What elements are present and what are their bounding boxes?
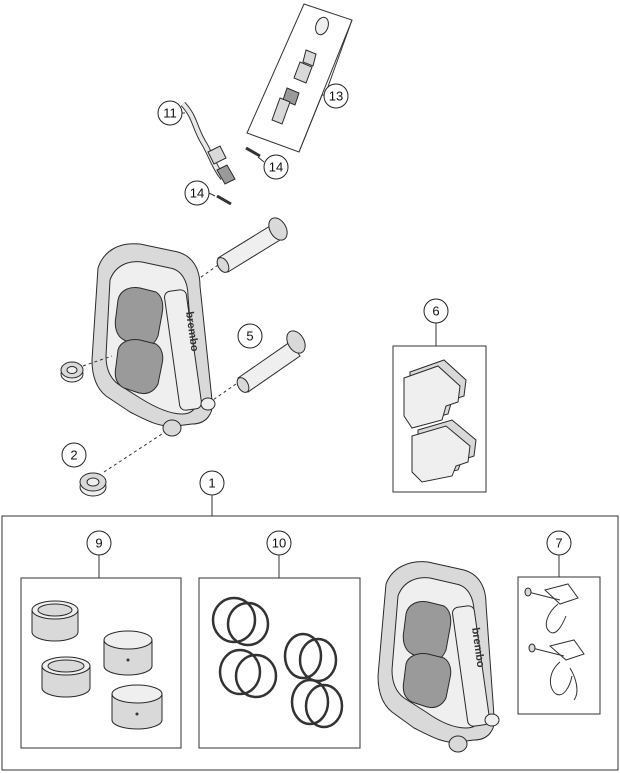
callout-9-label: 9 bbox=[95, 536, 102, 551]
brake-caliper-assembly: brembo bbox=[377, 561, 500, 753]
callout-10-label: 10 bbox=[272, 536, 286, 551]
pad-pin-clip-2 bbox=[528, 639, 585, 701]
brand-marking-assembly: brembo bbox=[469, 627, 487, 669]
pin-14-upper bbox=[245, 146, 265, 163]
bleeder-kit-box bbox=[246, 3, 353, 153]
callout-14b-label: 14 bbox=[190, 186, 204, 201]
callout-6-label: 6 bbox=[432, 304, 439, 319]
callout-14-lower: 14 bbox=[184, 180, 210, 206]
callout-2-label: 2 bbox=[70, 448, 77, 463]
callout-13-label: 13 bbox=[329, 89, 343, 104]
callout-2: 2 bbox=[61, 442, 87, 468]
callout-6: 6 bbox=[423, 298, 449, 346]
callout-1-label: 1 bbox=[208, 476, 215, 491]
callout-9: 9 bbox=[86, 530, 112, 578]
washer-upper bbox=[60, 355, 113, 383]
seals-box bbox=[198, 577, 361, 749]
brand-marking-top: brembo bbox=[183, 311, 201, 353]
caliper-pin-upper bbox=[189, 217, 288, 286]
callout-7-label: 7 bbox=[555, 536, 562, 551]
caliper-pin-5 bbox=[209, 330, 306, 403]
washer-2 bbox=[79, 431, 166, 497]
callout-5-label: 5 bbox=[246, 329, 253, 344]
piston-4 bbox=[111, 684, 163, 730]
brake-caliper-assembly-box bbox=[1, 515, 619, 771]
callout-14a-label: 14 bbox=[269, 160, 283, 175]
piston-3 bbox=[103, 630, 153, 676]
callout-7: 7 bbox=[546, 530, 572, 577]
pistons-box bbox=[20, 577, 182, 749]
piston-1 bbox=[31, 600, 79, 642]
callout-14-upper: 14 bbox=[263, 154, 289, 180]
seal-ring-1 bbox=[211, 596, 270, 647]
callout-5: 5 bbox=[237, 323, 263, 349]
callout-10: 10 bbox=[266, 530, 292, 578]
brake-caliper-main: brembo bbox=[91, 243, 216, 437]
callout-13: 13 bbox=[322, 83, 349, 109]
seal-ring-4 bbox=[290, 678, 344, 729]
pad-pins-box bbox=[517, 576, 601, 715]
callout-11-label: 11 bbox=[163, 106, 177, 121]
brake-pads-box bbox=[392, 345, 487, 493]
piston-2 bbox=[41, 656, 91, 698]
seal-ring-2 bbox=[218, 648, 278, 699]
brake-line bbox=[180, 101, 236, 185]
callout-11: 11 bbox=[157, 100, 185, 126]
pin-14-lower bbox=[208, 192, 232, 206]
pad-pin-clip-1 bbox=[524, 583, 579, 634]
callout-1: 1 bbox=[199, 470, 225, 516]
